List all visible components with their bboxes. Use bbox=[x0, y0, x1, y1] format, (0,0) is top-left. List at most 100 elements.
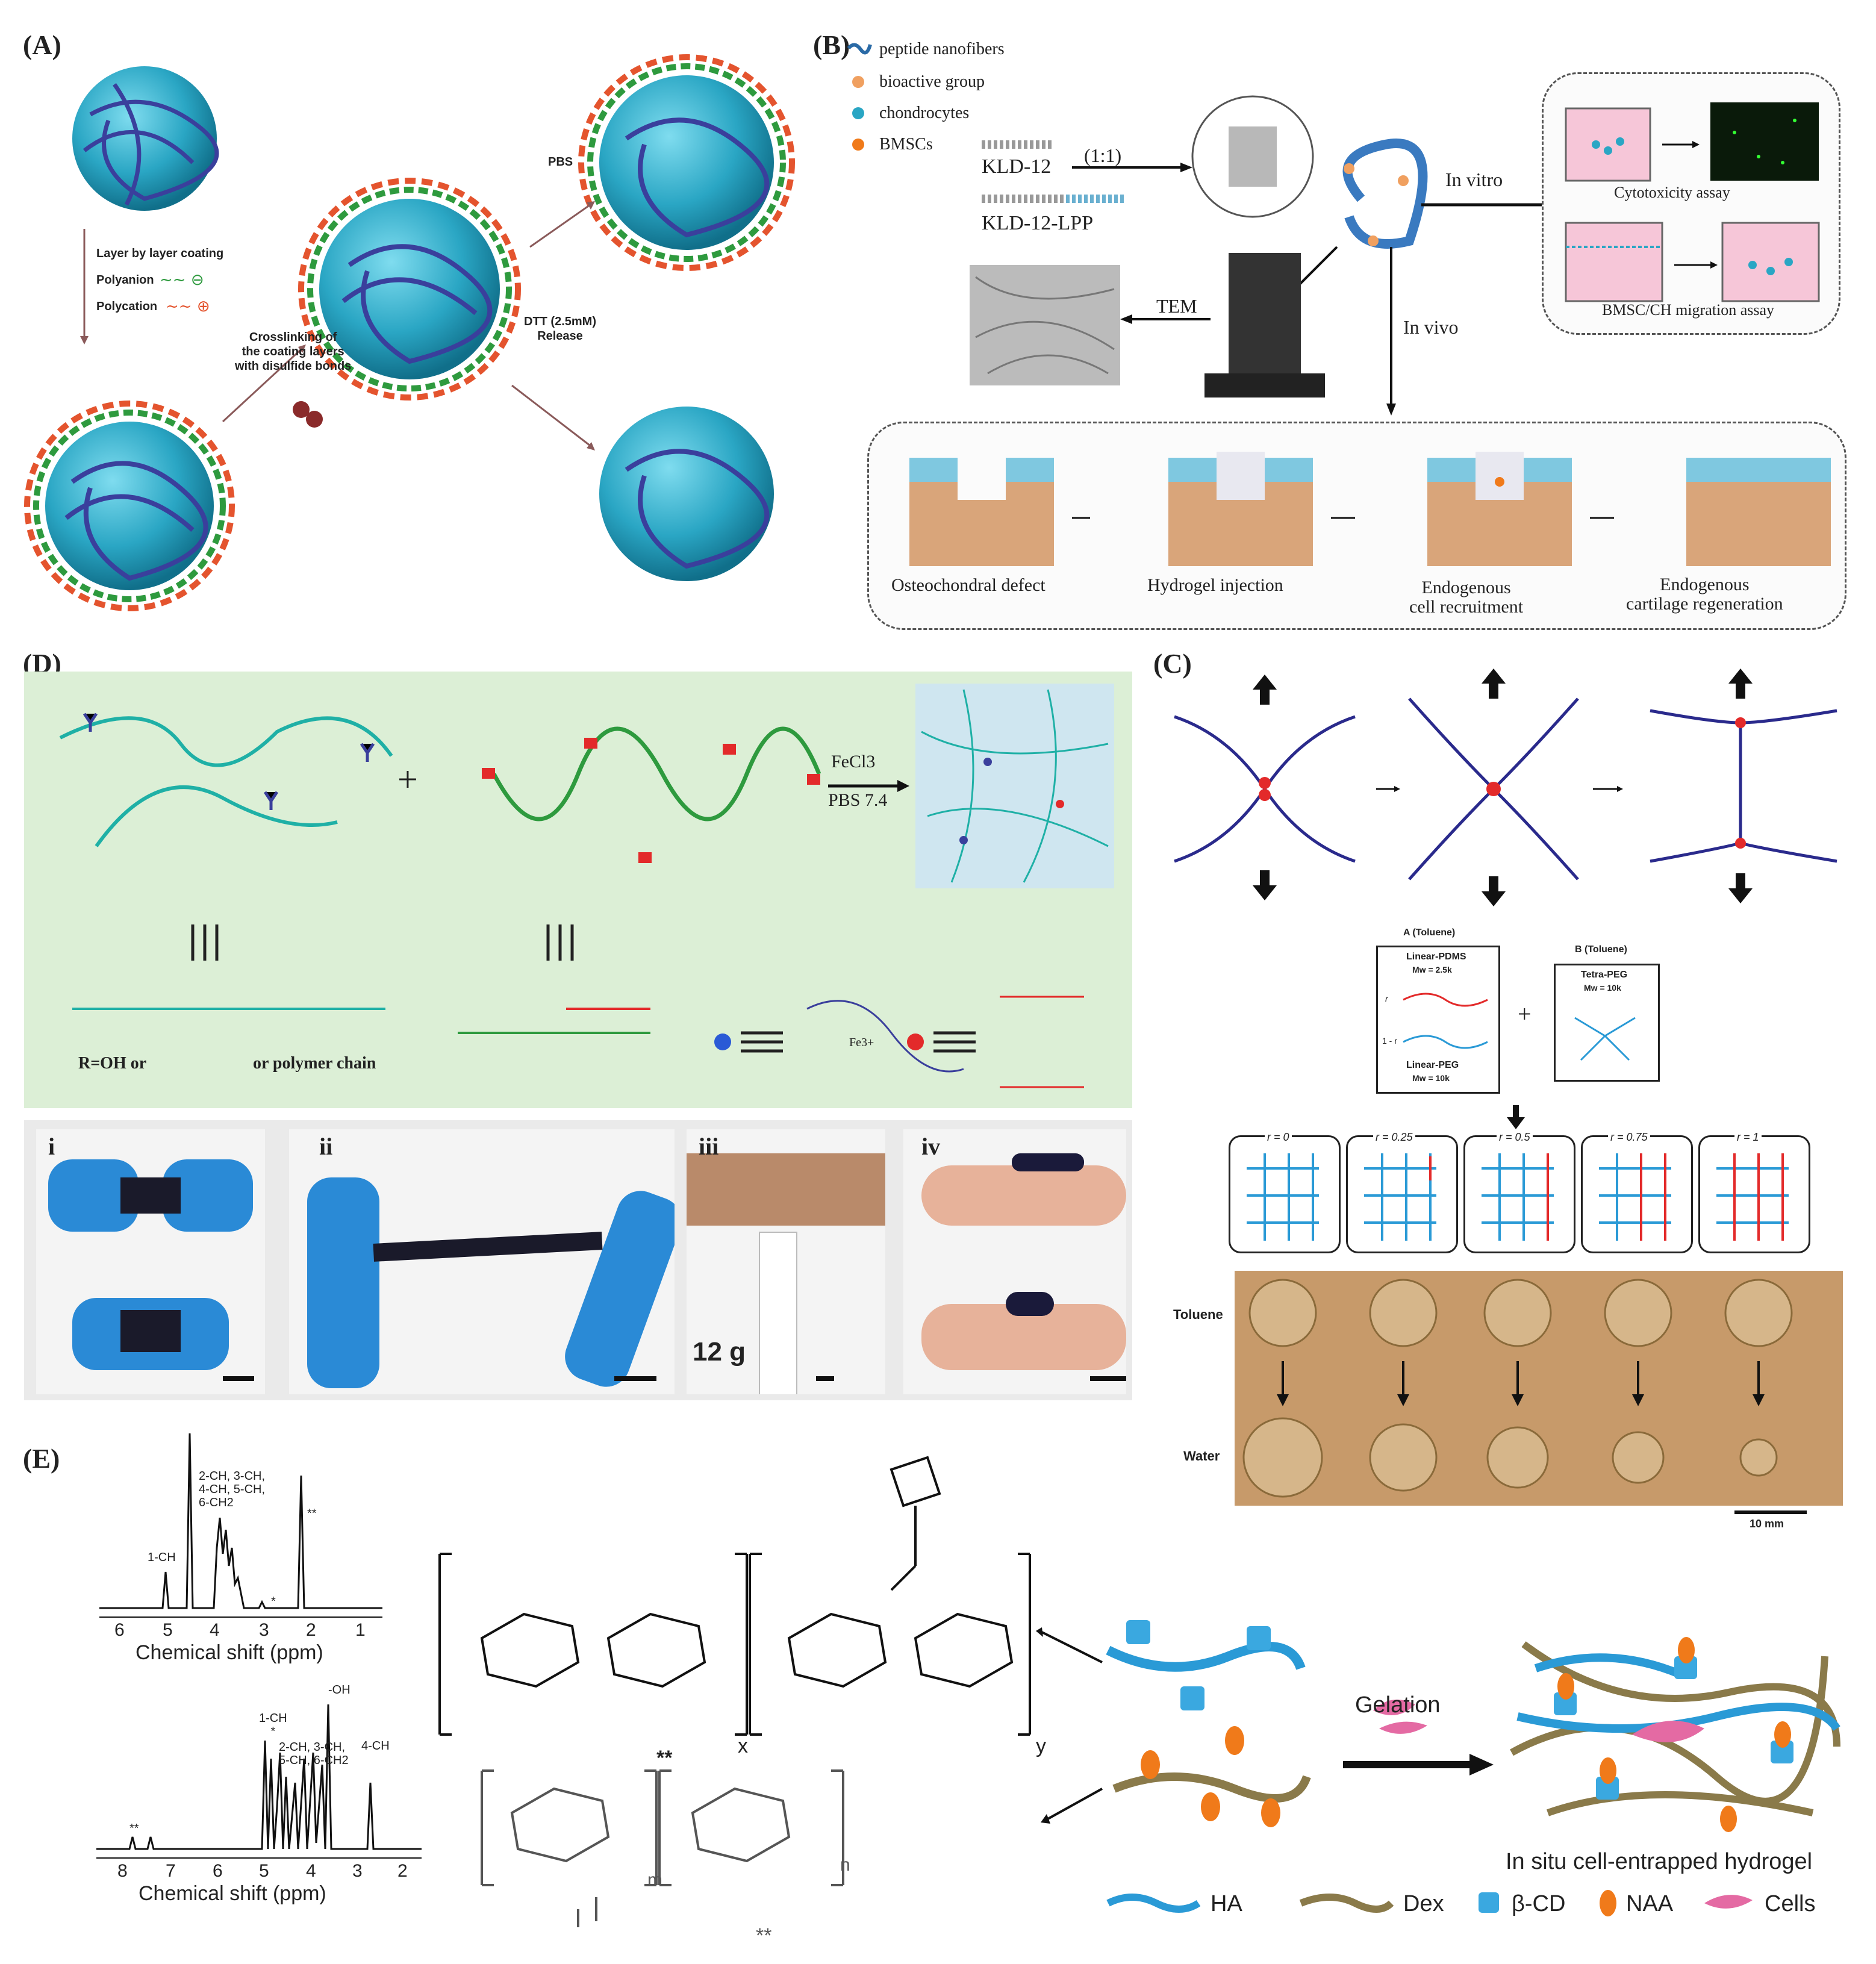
panel-b-flow bbox=[970, 95, 1560, 416]
r-value-2: r = 0.5 bbox=[1497, 1131, 1533, 1144]
crosslink-label: Crosslinking of the coating layers with … bbox=[235, 331, 352, 373]
box-b-toluene bbox=[1554, 964, 1660, 1082]
nmr1-peak-1ch: 1-CH bbox=[148, 1551, 176, 1564]
repeat-y: y bbox=[1036, 1735, 1046, 1757]
legend-ha: HA bbox=[1211, 1891, 1242, 1916]
legend-dex: Dex bbox=[1403, 1891, 1444, 1916]
in-vivo-steps bbox=[909, 452, 1831, 566]
step-cell-recruitment: Endogenous cell recruitment bbox=[1409, 578, 1524, 617]
released-microgel bbox=[599, 407, 774, 581]
polycation-symbol: ~~ ⊕ bbox=[166, 298, 210, 316]
scalebar-c bbox=[1734, 1510, 1807, 1514]
nmr1-peak-star: * bbox=[271, 1595, 276, 1608]
nmr1-tick-1: 1 bbox=[355, 1620, 366, 1640]
panel-a-letter: (A) bbox=[23, 30, 61, 60]
nmr1-tick-6: 6 bbox=[114, 1620, 125, 1640]
nmr1-xlabel: Chemical shift (ppm) bbox=[136, 1641, 323, 1664]
polycation-label: Polycation bbox=[96, 300, 158, 313]
weight-label: 12 g bbox=[693, 1337, 746, 1367]
photo-iii-label: iii bbox=[699, 1133, 719, 1160]
gelation-scheme bbox=[1036, 1620, 1840, 1832]
box-a-toluene bbox=[1376, 946, 1500, 1094]
double-star-ha: ** bbox=[656, 1747, 673, 1769]
panel-e-letter: (E) bbox=[23, 1443, 60, 1474]
dtt-label: DTT (2.5mM) Release bbox=[524, 315, 596, 343]
legend-naa: NAA bbox=[1626, 1891, 1674, 1916]
nmr2-peak-star2: ** bbox=[129, 1822, 139, 1835]
in-situ-label: In situ cell-entrapped hydrogel bbox=[1506, 1849, 1813, 1874]
legend-bmscs: BMSCs bbox=[879, 135, 933, 154]
mw-pdms-label: Mw = 2.5k bbox=[1412, 965, 1452, 974]
nmr2-xlabel: Chemical shift (ppm) bbox=[139, 1882, 326, 1905]
photo-i bbox=[36, 1129, 265, 1394]
r-value-0: r = 0 bbox=[1265, 1131, 1292, 1144]
photo-i-label: i bbox=[48, 1133, 55, 1160]
in-vivo-label: In vivo bbox=[1403, 316, 1459, 338]
linear-chains bbox=[1403, 993, 1488, 1049]
r-eq-label: R=OH or bbox=[78, 1054, 147, 1073]
pbs-microgel bbox=[578, 54, 795, 271]
in-vitro-assays bbox=[1565, 102, 1820, 302]
linear-peg-label: Linear-PEG bbox=[1406, 1060, 1459, 1070]
photo-iv bbox=[903, 1129, 1126, 1394]
legend-chondrocytes: chondrocytes bbox=[879, 104, 970, 122]
bare-microgel bbox=[72, 66, 219, 211]
scalebar-i bbox=[223, 1376, 254, 1381]
scalebar-iv bbox=[1090, 1376, 1126, 1381]
step-osteochondral-defect: Osteochondral defect bbox=[891, 575, 1046, 595]
photo-iii bbox=[687, 1129, 885, 1394]
mw-tetra-label: Mw = 10k bbox=[1584, 983, 1621, 993]
droplets bbox=[1242, 1279, 1793, 1498]
panel-c-network-stretch bbox=[1174, 669, 1837, 903]
photo-ii-label: ii bbox=[319, 1133, 333, 1160]
network-grids bbox=[1247, 1153, 1789, 1241]
photo-iv-label: iv bbox=[921, 1133, 941, 1160]
nmr2-tick-8: 8 bbox=[117, 1861, 128, 1881]
nmr2-tick-6: 6 bbox=[213, 1861, 223, 1881]
polyanion-label: Polyanion bbox=[96, 273, 154, 287]
box-a-title: A (Toluene) bbox=[1403, 927, 1456, 938]
scalebar-iii bbox=[816, 1376, 834, 1381]
legend-bioactive-group: bioactive group bbox=[879, 72, 985, 91]
down-arrow-mid bbox=[1482, 876, 1506, 906]
down-arrow-small bbox=[1507, 1105, 1525, 1129]
kld12lpp-label: KLD-12-LPP bbox=[982, 212, 1094, 234]
nmr1-tick-2: 2 bbox=[306, 1620, 316, 1640]
ratio-label: (1:1) bbox=[1084, 145, 1122, 166]
box-b-title: B (Toluene) bbox=[1575, 944, 1627, 955]
dex-naa-structure bbox=[481, 1769, 844, 1927]
scalebar-ii bbox=[614, 1376, 656, 1381]
kld12-label: KLD-12 bbox=[982, 155, 1052, 178]
r-value-4: r = 1 bbox=[1734, 1131, 1762, 1144]
scale-c-label: 10 mm bbox=[1750, 1518, 1784, 1530]
nmr1-tick-5: 5 bbox=[163, 1620, 173, 1640]
ha-cd-structure bbox=[438, 1456, 1031, 1736]
nmr2-peak-oh: -OH bbox=[328, 1683, 351, 1697]
panel-d-chemistry bbox=[59, 684, 1114, 1088]
nmr2-peak-4ch: 4-CH bbox=[361, 1739, 390, 1753]
nmr1-tick-4: 4 bbox=[210, 1620, 220, 1640]
gelation-label: Gelation bbox=[1355, 1692, 1441, 1718]
fe-label: Fe3+ bbox=[849, 1036, 874, 1049]
panel-b-letter: (B) bbox=[813, 30, 850, 60]
panel-a-diagram bbox=[24, 54, 795, 611]
tetra-peg-icon bbox=[1574, 1017, 1636, 1061]
repeat-n: n bbox=[840, 1855, 850, 1875]
nmr2-tick-3: 3 bbox=[352, 1861, 363, 1881]
legend-cells: Cells bbox=[1765, 1891, 1816, 1916]
nmr2-tick-7: 7 bbox=[166, 1861, 176, 1881]
nmr1-peak-star2: ** bbox=[307, 1507, 317, 1520]
panel-b-legend-icons bbox=[847, 43, 872, 151]
mw-peg-label: Mw = 10k bbox=[1412, 1073, 1450, 1083]
coated-microgel bbox=[24, 401, 235, 611]
pbs74-label: PBS 7.4 bbox=[828, 790, 888, 810]
repeat-m: m bbox=[647, 1870, 662, 1890]
tem-label: TEM bbox=[1156, 295, 1197, 317]
nmr2-tick-5: 5 bbox=[259, 1861, 269, 1881]
r-value-1: r = 0.25 bbox=[1373, 1131, 1415, 1144]
one-minus-r-label: 1 - r bbox=[1382, 1036, 1397, 1046]
polyanion-symbol: ~~ ⊖ bbox=[160, 271, 204, 289]
nmr1-peak-ring: 2-CH, 3-CH, 4-CH, 5-CH, 6-CH2 bbox=[199, 1470, 266, 1509]
kld-peptides bbox=[982, 140, 1126, 203]
legend-beta-cd: β-CD bbox=[1512, 1891, 1566, 1916]
